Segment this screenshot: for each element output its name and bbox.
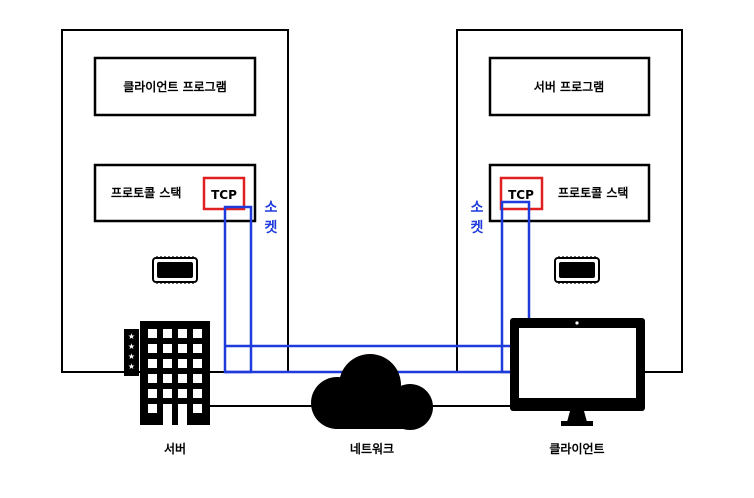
right-socket-char-1: 소 [471,200,484,216]
left-tcp-box [202,176,246,211]
chip-icon [152,256,198,284]
building-icon: ★ ★ ★ ★ [124,321,210,425]
network-label: 네트워크 [350,441,394,456]
client-label: 클라이언트 [549,441,604,456]
cloud-icon [311,354,433,430]
right-program-label: 서버 프로그램 [534,79,604,94]
left-program-label: 클라이언트 프로그램 [123,79,227,94]
svg-text:★: ★ [128,362,135,371]
right-tcp-label: TCP [508,188,534,202]
right-computer: 서버 프로그램 프로토콜 스택 TCP 소 켓 [456,29,683,373]
server-label: 서버 [164,441,186,456]
left-stack-label: 프로토콜 스택 [111,185,181,200]
svg-text:★: ★ [128,332,135,341]
chip-icon [554,256,600,284]
svg-text:★: ★ [128,352,135,361]
right-program-box [488,56,651,117]
right-tcp-box [499,176,544,211]
right-stack-label: 프로토콜 스택 [558,185,628,200]
right-socket-char-2: 켓 [471,219,484,236]
svg-text:★: ★ [128,342,135,351]
left-program-box [93,56,257,117]
left-tcp-label: TCP [211,188,237,202]
left-socket-char-2: 켓 [265,219,278,236]
left-computer: 클라이언트 프로그램 프로토콜 스택 TCP 소 켓 [61,29,289,373]
monitor-icon [510,318,645,426]
left-socket-char-1: 소 [265,200,278,216]
